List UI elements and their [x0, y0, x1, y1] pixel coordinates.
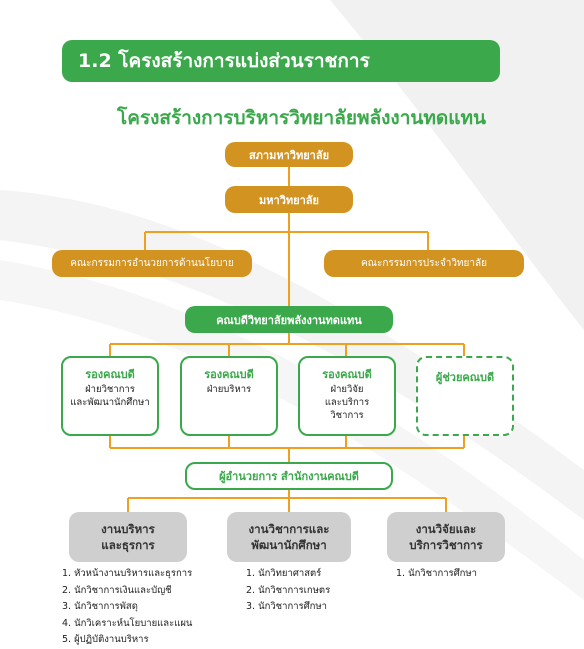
- node-college-committee: คณะกรรมการประจำวิทยาลัย: [324, 250, 524, 277]
- assistant-dean: ผู้ช่วยคณบดี: [416, 356, 514, 436]
- list-item: 1. นักวิชาการศึกษา: [396, 568, 478, 579]
- vice-dean-line: ฝ่ายวิชาการ: [85, 384, 135, 395]
- unit-research: งานวิจัยและ บริการวิชาการ: [387, 512, 505, 562]
- list-item: 4. นักวิเคราะห์นโยบายและแผน: [62, 617, 193, 629]
- list-item: 5. ผู้ปฏิบัติงานบริหาร: [62, 634, 149, 645]
- vice-dean-title: รองคณบดี: [204, 368, 254, 381]
- list-item: 1. หัวหน้างานบริหารและธุรการ: [62, 568, 193, 579]
- node-policy-committee: คณะกรรมการอำนวยการด้านนโยบาย: [52, 250, 252, 277]
- unit-line: งานวิชาการและ: [248, 522, 330, 536]
- node-dean: คณบดีวิทยาลัยพลังงานทดแทน: [185, 306, 393, 333]
- unit-line: งานบริหาร: [101, 522, 155, 536]
- unit-line: และธุรการ: [101, 538, 155, 552]
- list-item: 3. นักวิชาการศึกษา: [246, 601, 328, 612]
- vice-dean-line: และบริการ: [324, 397, 370, 408]
- chart-title: โครงสร้างการบริหารวิทยาลัยพลังงานทดแทน: [117, 107, 486, 129]
- vice-dean-title: รองคณบดี: [85, 368, 135, 381]
- unit-admin: งานบริหาร และธุรการ: [69, 512, 187, 562]
- vice-dean-line: ฝ่ายวิจัย: [330, 384, 364, 395]
- staff-list-academic: 1. นักวิทยาศาสตร์ 2. นักวิชาการเกษตร 3. …: [246, 566, 330, 616]
- node-university: มหาวิทยาลัย: [225, 186, 353, 213]
- unit-academic: งานวิชาการและ พัฒนานักศึกษา: [227, 512, 351, 562]
- vice-dean-line: วิชาการ: [330, 410, 364, 421]
- unit-line: พัฒนานักศึกษา: [251, 538, 327, 552]
- list-item: 2. นักวิชาการเกษตร: [246, 584, 331, 596]
- assistant-dean-title: ผู้ช่วยคณบดี: [435, 371, 495, 384]
- vice-dean-line: ฝ่ายบริหาร: [206, 384, 252, 395]
- staff-list-research: 1. นักวิชาการศึกษา: [396, 566, 477, 583]
- vice-dean-title: รองคณบดี: [322, 368, 372, 381]
- list-item: 3. นักวิชาการพัสดุ: [62, 601, 138, 612]
- vice-dean-research: รองคณบดี ฝ่ายวิจัย และบริการ วิชาการ: [298, 356, 396, 436]
- node-university-council: สภามหาวิทยาลัย: [225, 142, 353, 167]
- vice-dean-line: และพัฒนานักศึกษา: [70, 397, 150, 408]
- list-item: 1. นักวิทยาศาสตร์: [246, 568, 322, 579]
- vice-dean-academic: รองคณบดี ฝ่ายวิชาการ และพัฒนานักศึกษา: [61, 356, 159, 436]
- section-heading: 1.2 โครงสร้างการแบ่งส่วนราชการ: [62, 40, 500, 82]
- staff-list-admin: 1. หัวหน้างานบริหารและธุรการ 2. นักวิชาก…: [62, 566, 192, 649]
- unit-line: บริการวิชาการ: [409, 538, 483, 552]
- list-item: 2. นักวิชาการเงินและบัญชี: [62, 584, 172, 596]
- vice-dean-administration: รองคณบดี ฝ่ายบริหาร: [180, 356, 278, 436]
- node-director: ผู้อำนวยการ สำนักงานคณบดี: [185, 462, 393, 490]
- unit-line: งานวิจัยและ: [415, 522, 477, 536]
